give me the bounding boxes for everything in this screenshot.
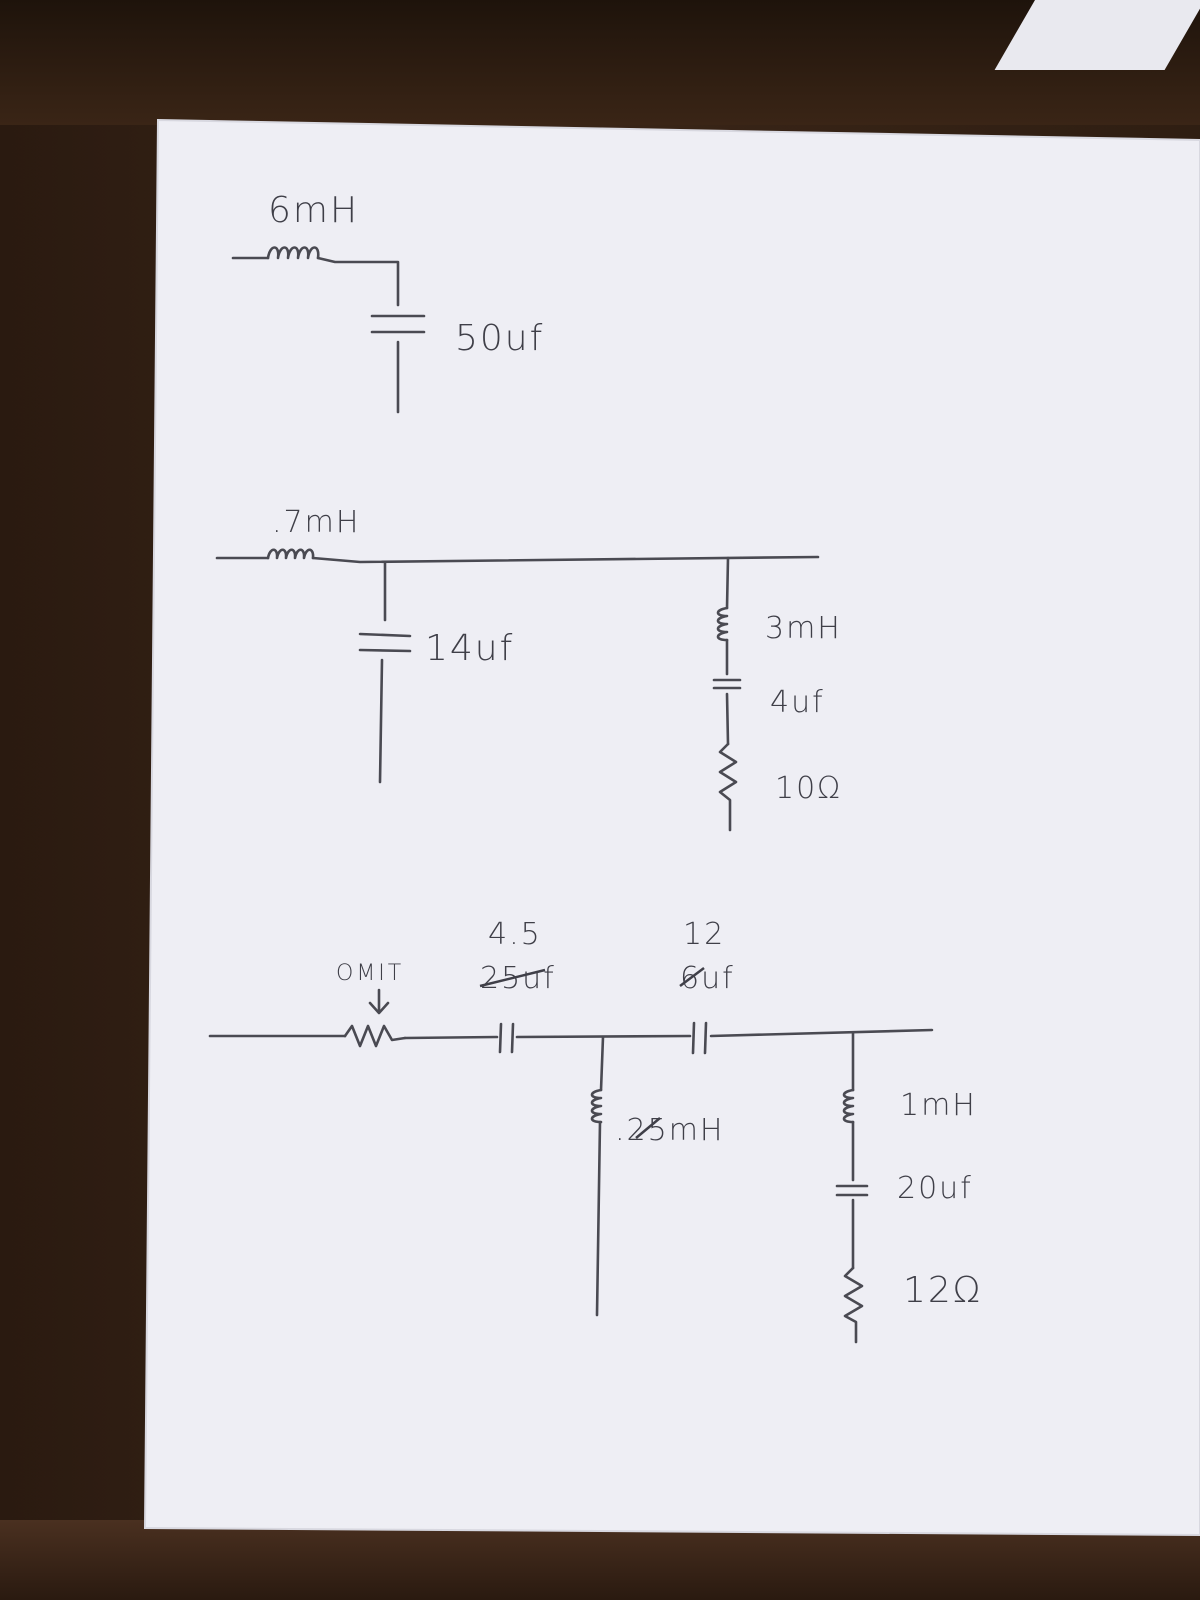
inductor-07mh-label: .7mH <box>272 505 360 540</box>
capacitor-2-value-top: 12 <box>683 917 725 952</box>
resistor-10ohm-symbol <box>718 742 738 832</box>
capacitor-4uf-label: 4uf <box>770 685 825 720</box>
circuit-2: 14uf .7mH 3mH 4uf 10Ω <box>215 505 842 832</box>
resistor-10ohm-label: 10Ω <box>775 771 842 806</box>
capacitor-14uf-label: 14uf <box>425 628 514 669</box>
capacitor-20uf-label: 20uf <box>897 1171 973 1206</box>
inductor-3mh-label: 3mH <box>765 611 842 646</box>
capacitor-20uf-symbol <box>835 1184 869 1197</box>
inductor-1mh-label: 1mH <box>900 1088 977 1123</box>
inductor-025mh-strikethrough <box>635 1117 661 1139</box>
capacitor-1-symbol <box>498 1022 515 1054</box>
omit-label: OMIT <box>336 961 404 986</box>
paper-sheet <box>145 120 1200 1535</box>
capacitor-14uf-symbol <box>358 632 412 653</box>
inductor-1mh-symbol <box>842 1088 855 1124</box>
inductor-07mh-symbol <box>266 548 315 560</box>
omit-arrow <box>368 988 390 1015</box>
resistor-12ohm-symbol <box>843 1266 864 1344</box>
circuit-1: 6mH 50uf <box>231 190 544 414</box>
inductor-6mh-symbol <box>266 246 320 260</box>
inductor-025mh-label: .25mH <box>615 1113 725 1148</box>
capacitor-1-value-top: 4.5 <box>488 917 542 952</box>
inductor-3mh-symbol <box>716 606 729 642</box>
resistor-12ohm-label: 12Ω <box>903 1270 982 1311</box>
inductor-6mh-label: 6mH <box>268 190 359 231</box>
capacitor-1-strikethrough <box>479 968 546 988</box>
capacitor-50uf-symbol <box>370 314 426 334</box>
capacitor-4uf-symbol <box>712 678 742 690</box>
capacitor-50uf-label: 50uf <box>455 318 544 359</box>
capacitor-2-strikethrough <box>679 967 705 987</box>
inductor-025mh-symbol <box>590 1088 603 1124</box>
circuit-3: OMIT 4.5 25uf 12 6uf .25mH 1mH 20uf 12Ω <box>208 917 982 1344</box>
capacitor-2-symbol <box>691 1021 708 1055</box>
capacitor-1-label: 25uf <box>480 961 556 996</box>
resistor-omit-symbol <box>343 1024 407 1048</box>
